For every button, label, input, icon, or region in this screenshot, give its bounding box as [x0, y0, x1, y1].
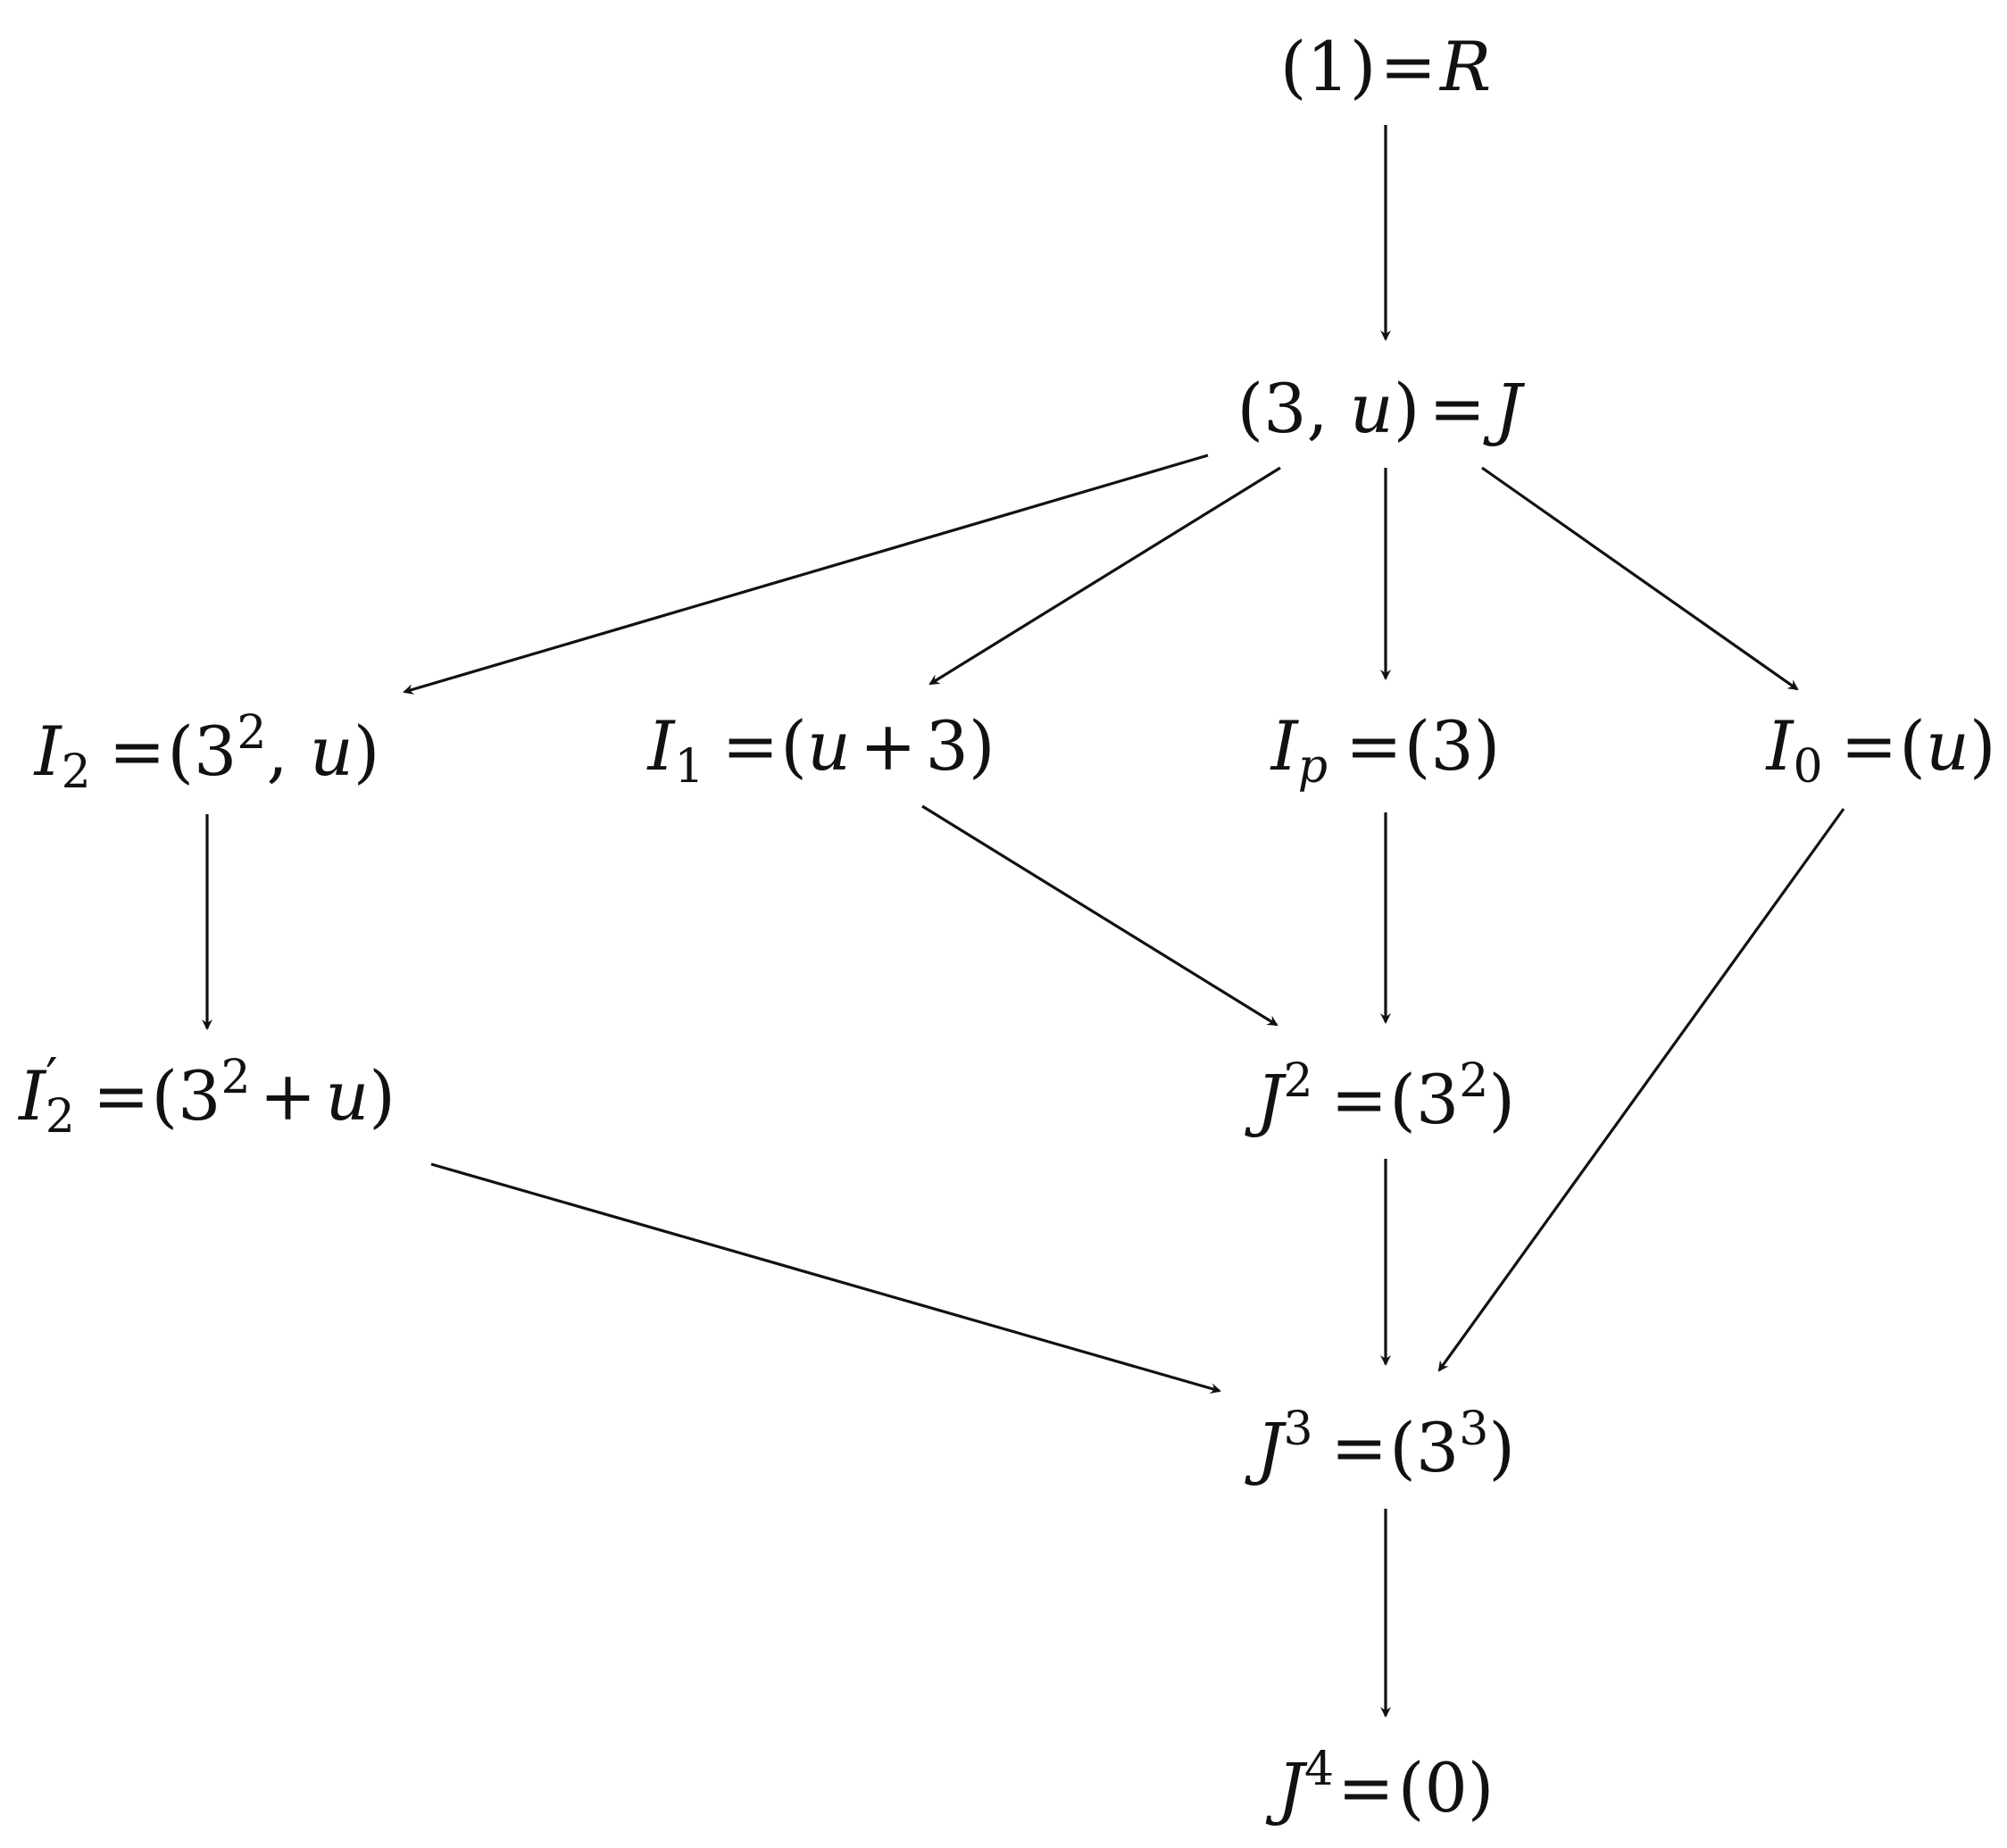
- node-J-rhs: J: [1495, 369, 1522, 448]
- edge-J-to-I1: [929, 466, 1281, 686]
- node-J3-base: J: [1255, 1408, 1284, 1487]
- node-R-lhs: (1): [1279, 27, 1377, 106]
- node-J2-val2: ): [1488, 1060, 1516, 1139]
- node-J2-rel: =: [1330, 1060, 1388, 1139]
- node-I2p-sup: 2: [221, 1051, 251, 1104]
- node-Ip-val1: (3): [1403, 706, 1501, 786]
- node-I0-base: I: [1766, 706, 1794, 786]
- node-Ip-rel: =: [1345, 706, 1403, 786]
- edge-I1-to-J2: [921, 804, 1278, 1027]
- node-J3-sup: 3: [1283, 1403, 1313, 1456]
- node-I1-base: I: [647, 706, 675, 786]
- node-I1-val3: +: [859, 706, 917, 786]
- node-I0-rel: =: [1840, 706, 1898, 786]
- node-J4-base: J: [1277, 1748, 1305, 1827]
- node-ideal-J-cubed: J3=(33): [1256, 1406, 1515, 1482]
- node-I1-val1: (: [780, 706, 807, 786]
- node-I0-val3: ): [1969, 706, 1996, 786]
- node-ideal-I2-prime: I′2=(32+u): [19, 1052, 396, 1140]
- node-I0-val2: u: [1925, 706, 1970, 786]
- node-I0-val1: (: [1899, 706, 1926, 786]
- edge-J-to-I0: [1481, 466, 1799, 691]
- node-I1-rel: =: [721, 706, 779, 786]
- node-J-lhs: (3,: [1237, 369, 1350, 448]
- node-J-lhs3: ): [1393, 369, 1420, 448]
- node-I2-base: I: [34, 712, 62, 791]
- node-I2-val3: u: [309, 712, 354, 791]
- node-I2p-rel: =: [92, 1056, 150, 1136]
- edge-I0-to-J3: [1437, 808, 1845, 1372]
- node-J4-sup: 4: [1304, 1743, 1335, 1796]
- node-J-lhs2: u: [1349, 369, 1394, 448]
- node-R-rhs: R: [1440, 27, 1492, 106]
- node-I2-sub: 2: [61, 745, 91, 799]
- node-J2-sup: 2: [1283, 1054, 1313, 1108]
- node-I2p-prime: ′: [46, 1047, 58, 1110]
- node-zero-ideal-J4: J4=(0): [1278, 1746, 1495, 1822]
- node-Ip-sub: p: [1297, 740, 1328, 794]
- node-I2p-val4: ): [369, 1056, 396, 1136]
- edge-J-to-I2: [403, 454, 1209, 695]
- node-J2-sup2: 2: [1459, 1054, 1489, 1108]
- node-I1-sub: 1: [674, 740, 704, 794]
- node-unit-ideal-R: (1)=R: [1280, 33, 1492, 101]
- node-I1-val4: 3): [925, 706, 995, 786]
- node-ideal-I2: I2=(32, u): [35, 710, 380, 795]
- node-ideal-I0: I0=(u): [1766, 712, 1995, 791]
- node-I2p-val1: (3: [151, 1056, 221, 1136]
- node-I2-val4: ): [353, 712, 380, 791]
- node-I2p-val2: +: [259, 1056, 317, 1136]
- edge-I2p-to-J3: [430, 1162, 1221, 1394]
- node-ideal-J-squared: J2=(32): [1256, 1058, 1515, 1134]
- node-I2-val1: (3: [167, 712, 237, 791]
- node-I2-sup: 2: [237, 706, 267, 760]
- node-J4-rel: =: [1337, 1748, 1395, 1827]
- node-J-rel: =: [1428, 369, 1487, 448]
- node-R-rel: =: [1379, 27, 1437, 106]
- node-J3-val2: ): [1488, 1408, 1516, 1487]
- node-maximal-ideal-J: (3, u)=J: [1237, 375, 1521, 443]
- node-I2p-sub: 2: [45, 1090, 75, 1144]
- node-Ip-base: I: [1270, 706, 1298, 786]
- node-J3-rel: =: [1330, 1408, 1388, 1487]
- node-I1-val2: u: [806, 706, 851, 786]
- node-J2-base: J: [1255, 1060, 1284, 1139]
- node-J3-sup2: 3: [1459, 1403, 1489, 1456]
- node-J2-val1: (3: [1389, 1060, 1460, 1139]
- node-I2-rel: =: [108, 712, 166, 791]
- node-J3-val1: (3: [1389, 1408, 1460, 1487]
- node-I2-val2: ,: [266, 712, 310, 791]
- node-I0-sub: 0: [1793, 740, 1823, 794]
- node-I2p-base: I: [19, 1056, 46, 1136]
- node-ideal-I1: I1=(u+3): [647, 712, 995, 791]
- node-ideal-Ip: Ip=(3): [1271, 712, 1501, 791]
- node-I2p-val3: u: [325, 1056, 370, 1136]
- node-J4-val1: (0): [1397, 1748, 1495, 1827]
